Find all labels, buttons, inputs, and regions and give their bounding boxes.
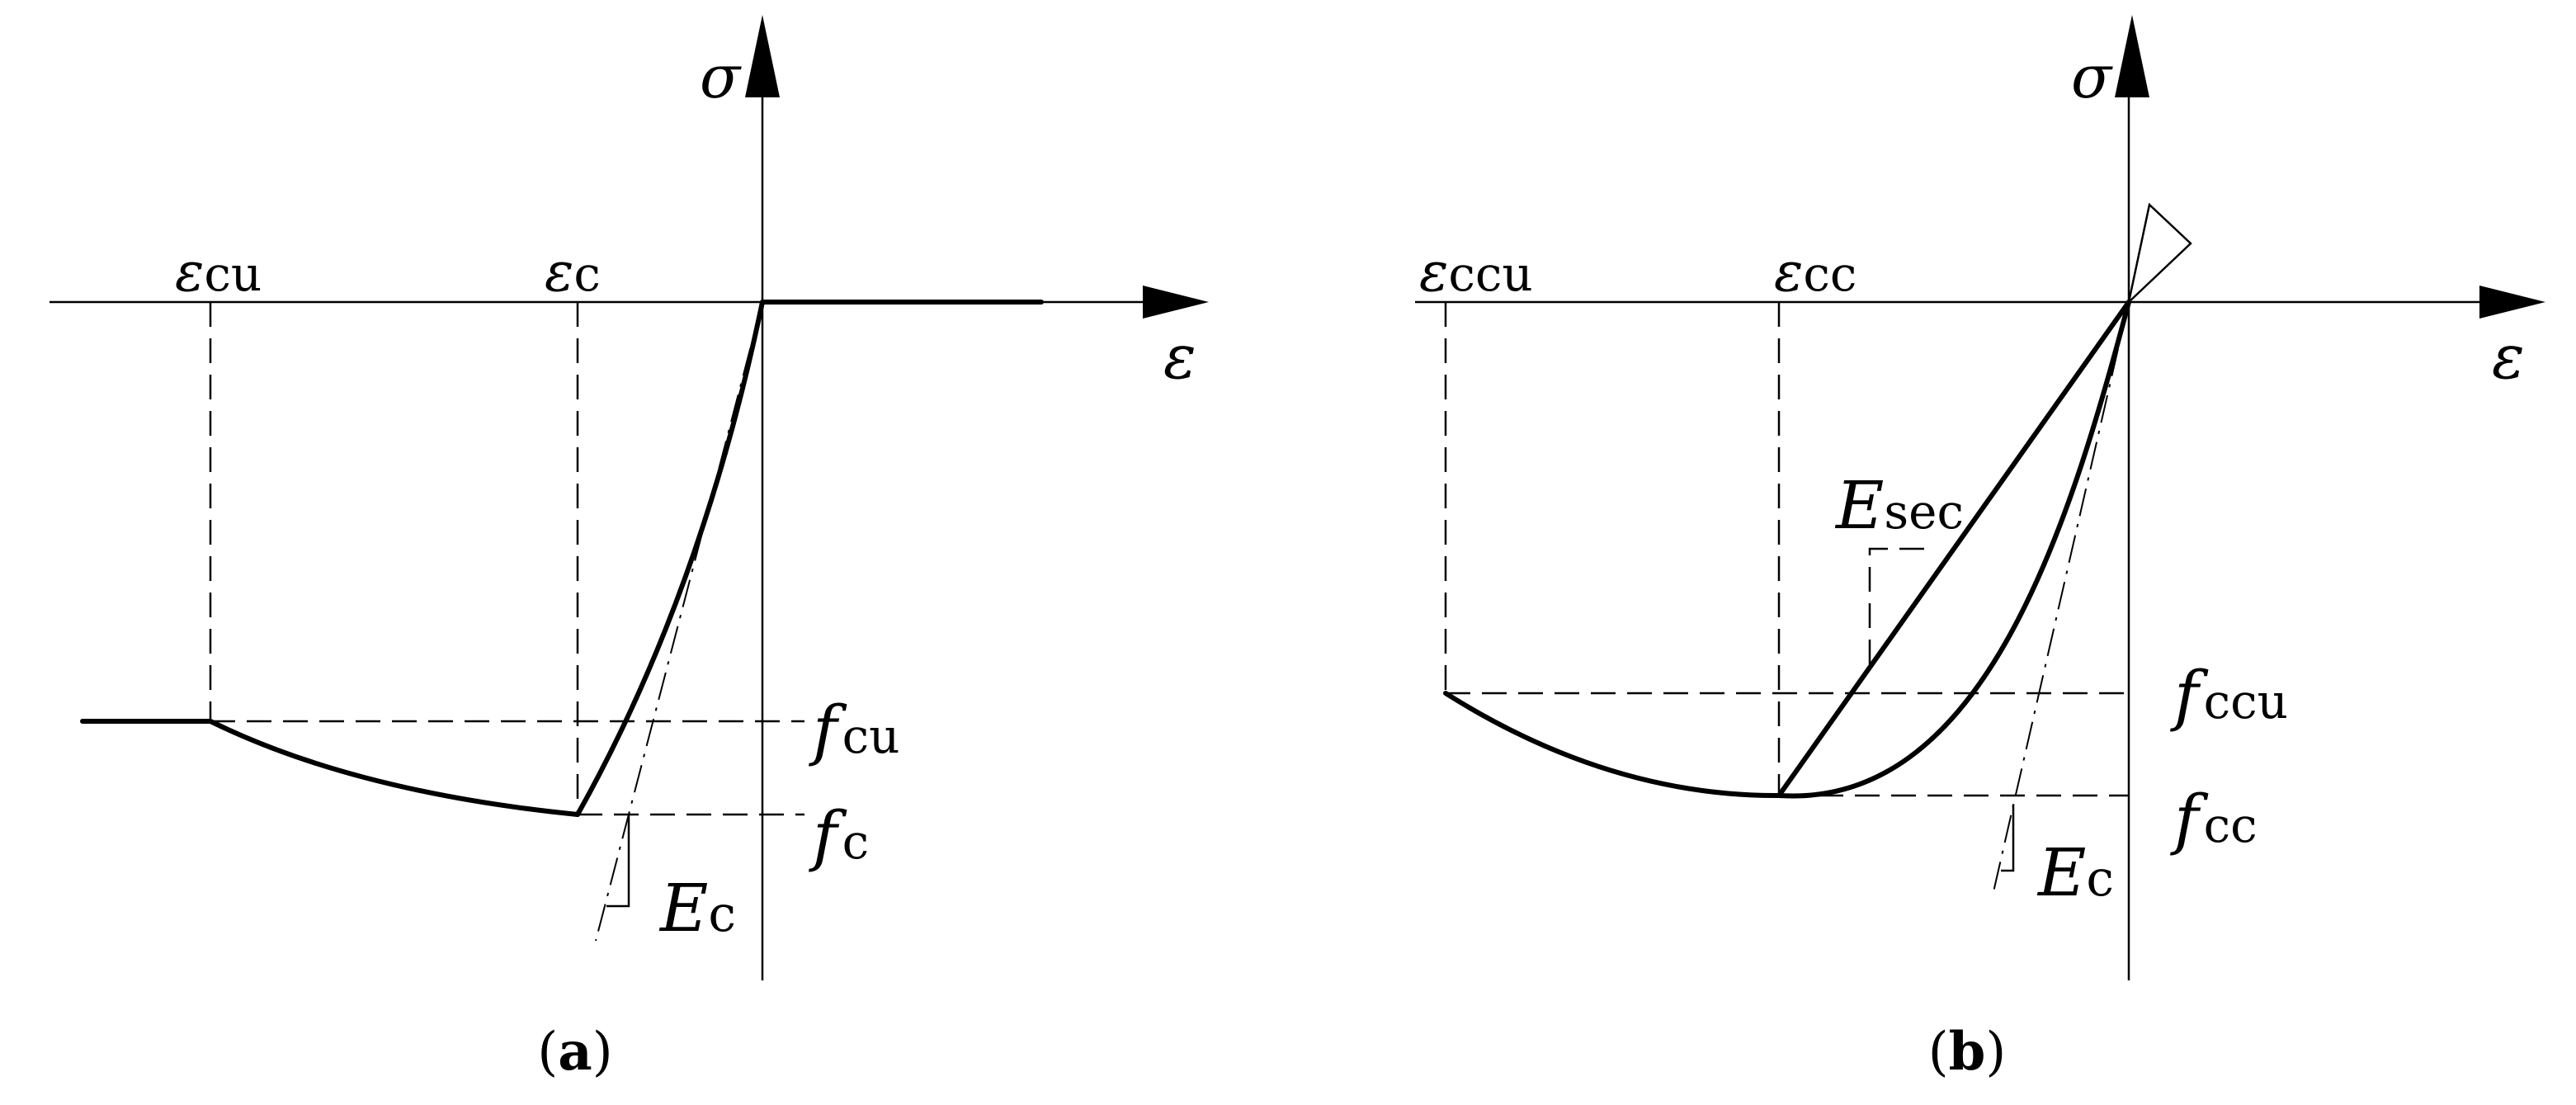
panel-b-ec-slope-triangle: [2001, 805, 2015, 872]
panel-b-esec-slope-triangle: [1868, 547, 1931, 664]
panel-a-sigma-label: σ: [700, 42, 742, 111]
panel-a-epsilon-label: ε: [1163, 322, 1196, 393]
panel-a-softening-branch: [208, 719, 580, 817]
panel-a-ec-slope-triangle: [606, 815, 630, 908]
panel-b-softening-branch: [1443, 691, 1781, 799]
panel-b-ec-modulus-label: Ec: [2036, 834, 2114, 911]
panel-b-y-arrowhead: [2115, 15, 2149, 97]
panel-a-ec-modulus-label: Ec: [658, 870, 736, 947]
panel-a-ecu-label: εcu: [175, 240, 262, 304]
panel-a-ascending-branch: [575, 300, 765, 817]
panel-b-ecc-label: εcc: [1774, 240, 1857, 304]
panel-b-tension-wedge: [2126, 202, 2192, 305]
panel-b-x-arrowhead: [2479, 286, 2545, 319]
panel-b-ec-tangent: [1992, 301, 2130, 896]
panel-a-caption: (a): [537, 1021, 612, 1083]
panel-b-sigma-label: σ: [2071, 42, 2113, 111]
panel-b-caption: (b): [1928, 1021, 2007, 1083]
panel-b-epsilon-label: ε: [2492, 322, 2525, 393]
panel-b-esec-label: Esec: [1834, 467, 1964, 544]
panel-a-ec-label: εc: [545, 240, 601, 304]
panel-a-ec-tangent: [595, 301, 763, 942]
panel-b-secant-line: [1776, 300, 2131, 798]
panel-b-ascending-branch: [1776, 300, 2131, 799]
panel-a-y-arrowhead: [745, 15, 780, 97]
panel-a-x-arrowhead: [1143, 286, 1209, 319]
panel-b-eccu-label: εccu: [1419, 240, 1533, 304]
